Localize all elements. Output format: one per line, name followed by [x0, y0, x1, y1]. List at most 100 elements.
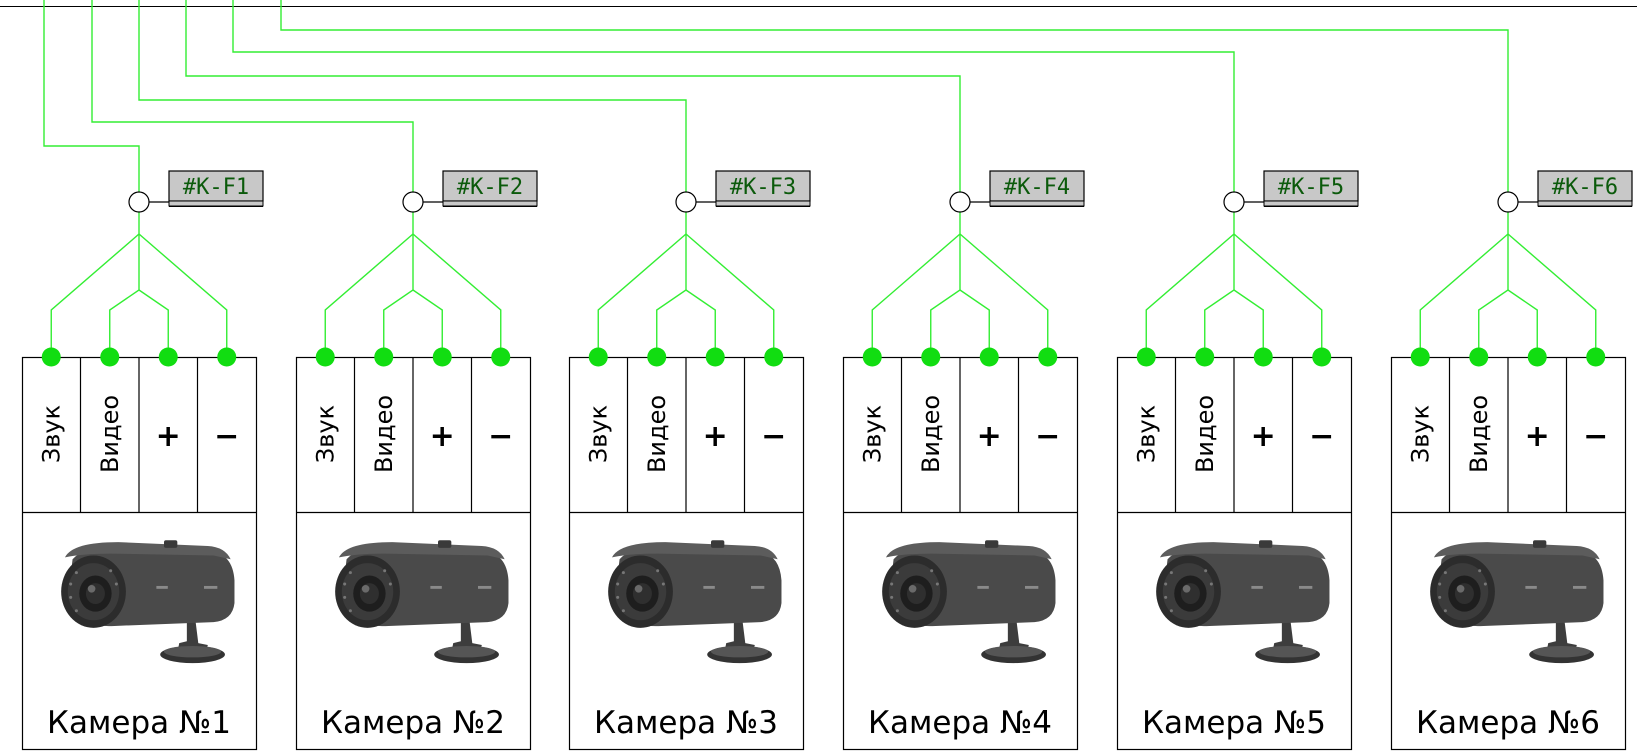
terminal-dot [217, 347, 237, 367]
tag-box [715, 170, 811, 202]
terminal-label-video: Видео [1191, 395, 1219, 473]
cable-tag-label: #K-F2 [457, 175, 523, 200]
fan-wire [109, 234, 140, 356]
cable-tag-label: #K-F6 [1552, 175, 1618, 200]
tag-strip [715, 200, 811, 207]
terminal-label-plus: + [977, 419, 1002, 454]
fan-wire [685, 233, 775, 356]
bus-wire-1 [43, 0, 140, 192]
terminal-dot [41, 347, 61, 367]
cable-tag: #K-F4 [989, 170, 1085, 207]
wire-layer [43, 0, 1597, 356]
terminal-dot [705, 347, 725, 367]
tag-strip [442, 200, 538, 207]
terminal-dot [588, 347, 608, 367]
camera-title: Камера №6 [1416, 705, 1600, 741]
terminal-label-audio: Звук [584, 405, 612, 463]
terminal-label-video: Видео [643, 395, 671, 473]
fan-wire [930, 234, 961, 356]
terminal-dot [491, 347, 511, 367]
terminal-dot [764, 347, 784, 367]
fan-wire [1507, 289, 1538, 356]
tag-strip [1263, 200, 1359, 207]
fan-wire [412, 233, 502, 356]
fan-wire [1204, 234, 1235, 356]
terminal-label-plus: + [156, 419, 181, 454]
terminal-label-plus: + [1251, 419, 1276, 454]
terminal-dot [374, 347, 394, 367]
terminal-dot [315, 347, 335, 367]
cable-tag-label: #K-F1 [183, 175, 249, 200]
terminal-dot [647, 347, 667, 367]
fan-wire [1233, 233, 1323, 356]
fan-wire [412, 289, 443, 356]
fan-wire [383, 234, 414, 356]
camera-title: Камера №4 [868, 705, 1052, 741]
bus-wire-4 [185, 0, 961, 192]
fan-wire [656, 234, 687, 356]
camera-title: Камера №5 [1142, 705, 1326, 741]
terminal-dot [100, 347, 120, 367]
terminal-label-minus: − [1309, 419, 1334, 454]
tag-strip [168, 200, 264, 207]
fan-wire [324, 233, 414, 356]
terminal-dot [1527, 347, 1547, 367]
bus-wire-3 [138, 0, 687, 192]
tag-box [1263, 170, 1359, 202]
fan-wire [1233, 289, 1264, 356]
terminal-label-video: Видео [96, 395, 124, 473]
tag-strip [989, 200, 1085, 207]
terminal-dot [862, 347, 882, 367]
terminal-dot [1195, 347, 1215, 367]
cable-tag-label: #K-F4 [1004, 175, 1070, 200]
junction-circle-icon [949, 191, 971, 213]
terminal-dot [1136, 347, 1156, 367]
terminal-label-plus: + [430, 419, 455, 454]
terminal-label-minus: − [488, 419, 513, 454]
fan-wire [1419, 233, 1509, 356]
junction-circle-icon [128, 191, 150, 213]
junction-circle-icon [402, 191, 424, 213]
junction-circle-icon [675, 191, 697, 213]
camera-title: Камера №1 [47, 705, 231, 741]
cable-tag-label: #K-F5 [1278, 175, 1344, 200]
fan-wire [959, 289, 990, 356]
terminal-label-minus: − [1583, 419, 1608, 454]
camera-title: Камера №2 [321, 705, 505, 741]
fan-wire [1478, 234, 1509, 356]
terminal-label-minus: − [1035, 419, 1060, 454]
junction-circle-icon [1223, 191, 1245, 213]
camera-title: Камера №3 [594, 705, 778, 741]
fan-wire [138, 233, 228, 356]
bus-wire-2 [91, 0, 414, 192]
tag-box [989, 170, 1085, 202]
fan-wire [1145, 233, 1235, 356]
tag-box [168, 170, 264, 202]
terminal-label-plus: + [703, 419, 728, 454]
tag-strip [1537, 200, 1633, 207]
terminal-label-plus: + [1525, 419, 1550, 454]
terminal-dot [1410, 347, 1430, 367]
terminal-label-audio: Звук [311, 405, 339, 463]
terminal-label-minus: − [761, 419, 786, 454]
terminal-label-video: Видео [917, 395, 945, 473]
cable-tag: #K-F6 [1537, 170, 1633, 207]
bus-wire-6 [280, 0, 1509, 192]
cable-tag: #K-F1 [168, 170, 264, 207]
fan-wire [1507, 233, 1597, 356]
terminal-dot [432, 347, 452, 367]
terminal-dot [1586, 347, 1606, 367]
fan-wire [685, 289, 716, 356]
cable-tag: #K-F5 [1263, 170, 1359, 207]
terminal-dot [1038, 347, 1058, 367]
terminal-label-video: Видео [1465, 395, 1493, 473]
terminal-label-audio: Звук [1406, 405, 1434, 463]
terminal-label-video: Видео [370, 395, 398, 473]
